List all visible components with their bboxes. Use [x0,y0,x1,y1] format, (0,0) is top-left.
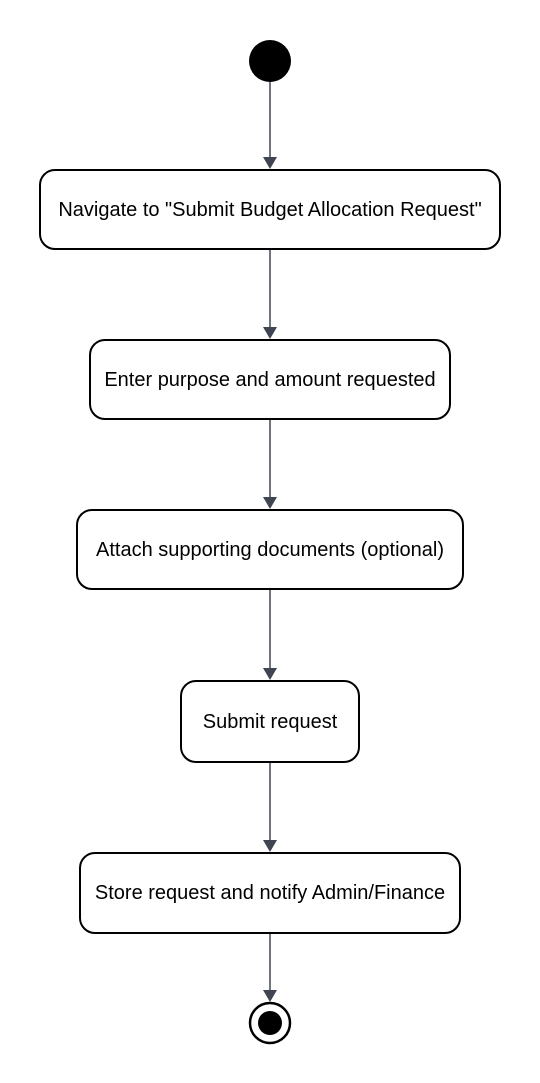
activity-label: Submit request [202,710,338,733]
start-node [249,40,291,82]
activity-attach-supporting-documents: Attach supporting documents (optional) [76,509,464,590]
activity-enter-purpose-and-amount: Enter purpose and amount requested [89,339,451,420]
activity-label: Store request and notify Admin/Finance [94,882,446,904]
activity-label: Attach supporting documents (optional) [96,538,444,561]
activity-store-and-notify: Store request and notify Admin/Finance [79,852,461,934]
activity-label: Navigate to "Submit Budget Allocation Re… [58,198,482,221]
activity-navigate-to-submit-request: Navigate to "Submit Budget Allocation Re… [39,169,501,250]
activity-label: Enter purpose and amount requested [104,368,436,391]
end-node [248,1001,292,1045]
activity-submit-request: Submit request [180,680,360,763]
